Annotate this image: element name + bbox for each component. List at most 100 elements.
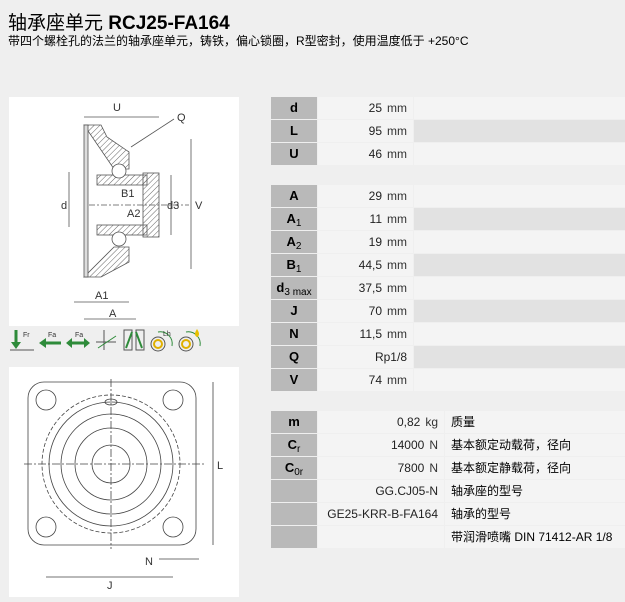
value: 44,5 — [358, 258, 382, 272]
value: 29 — [368, 189, 382, 203]
symbol: U — [289, 146, 299, 161]
fa-label: Fa — [48, 332, 56, 339]
param-symbol: L — [271, 120, 317, 142]
dim-label-n: N — [145, 556, 153, 568]
dim-label-v: V — [195, 200, 203, 212]
symbol-subscript: r — [297, 444, 301, 455]
value: GG.CJ05-N — [375, 484, 438, 498]
unit: mm — [387, 373, 407, 387]
param-value: GG.CJ05-N — [318, 480, 444, 502]
param-description: 带润滑喷嘴 DIN 71412-AR 1/8 — [445, 526, 625, 548]
param-symbol — [271, 480, 317, 502]
param-description — [414, 300, 625, 322]
value: 25 — [368, 101, 382, 115]
value: 70 — [368, 304, 382, 318]
dim-label-b1: B1 — [121, 188, 134, 200]
table-row: GG.CJ05-N 轴承座的型号 — [271, 480, 625, 502]
param-description: 基本额定静载荷，径向 — [445, 457, 625, 479]
value: GE25-KRR-B-FA164 — [327, 507, 438, 521]
value: 19 — [368, 235, 382, 249]
value: 11,5 — [359, 327, 382, 341]
param-value: Rp1/8 — [318, 346, 413, 368]
table-row: GE25-KRR-B-FA164 轴承的型号 — [271, 503, 625, 525]
dim-label-j: J — [107, 580, 113, 592]
symbol: A — [286, 234, 296, 249]
unit: N — [429, 438, 438, 452]
param-symbol: d3 max — [271, 277, 317, 299]
param-value: 74 mm — [318, 369, 413, 391]
value: 74 — [368, 373, 382, 387]
symbol: B — [286, 257, 296, 272]
value: 46 — [368, 147, 382, 161]
unit: mm — [387, 304, 407, 318]
param-symbol — [271, 503, 317, 525]
unit: N — [429, 461, 438, 475]
product-code: RCJ25-FA164 — [108, 13, 230, 34]
dim-label-l: L — [217, 460, 223, 472]
param-description — [414, 346, 625, 368]
unit: kg — [425, 415, 438, 429]
unit: mm — [387, 124, 407, 138]
lh-label: Lh — [163, 331, 171, 338]
value: 37,5 — [358, 281, 382, 295]
param-value: 37,5 mm — [318, 277, 413, 299]
param-description — [414, 231, 625, 253]
param-description — [414, 185, 625, 207]
unit: mm — [387, 101, 407, 115]
symbol: Q — [288, 349, 300, 364]
param-symbol: V — [271, 369, 317, 391]
symbol: m — [288, 414, 300, 429]
unit: mm — [387, 281, 407, 295]
value: 14000 — [390, 438, 425, 452]
symbol: d — [290, 100, 298, 115]
symbol: A — [289, 188, 299, 203]
speed-icon — [122, 328, 146, 352]
param-value: 7800 N — [318, 457, 444, 479]
table-row: 带润滑喷嘴 DIN 71412-AR 1/8 — [271, 526, 625, 548]
lubrication-icon — [178, 328, 202, 352]
param-symbol: A2 — [271, 231, 317, 253]
param-symbol: A1 — [271, 208, 317, 230]
dim-label-a2: A2 — [127, 208, 140, 220]
table-row: d3 max 37,5 mm — [271, 277, 625, 299]
misalignment-icon — [94, 328, 118, 352]
value: 7800 — [397, 461, 425, 475]
param-description: 轴承座的型号 — [445, 480, 625, 502]
param-value: 14000 N — [318, 434, 444, 456]
symbol: A — [286, 211, 296, 226]
value: Rp1/8 — [374, 350, 407, 364]
param-symbol: C0r — [271, 457, 317, 479]
param-value — [318, 526, 444, 548]
param-description — [414, 277, 625, 299]
param-symbol: d — [271, 97, 317, 119]
unit: mm — [387, 235, 407, 249]
param-value: 11,5 mm — [318, 323, 413, 345]
param-description — [414, 323, 625, 345]
param-description: 轴承的型号 — [445, 503, 625, 525]
table-row: d 25 mm — [271, 97, 625, 119]
symbol: V — [289, 372, 299, 387]
dim-label-a: A — [109, 308, 117, 320]
unit: mm — [387, 327, 407, 341]
symbol: J — [290, 303, 298, 318]
param-symbol: N — [271, 323, 317, 345]
table-row: A2 19 mm — [271, 231, 625, 253]
table-row: J 70 mm — [271, 300, 625, 322]
value: 0,82 — [396, 415, 421, 429]
param-value: GE25-KRR-B-FA164 — [318, 503, 444, 525]
dim-label-a1: A1 — [95, 290, 108, 302]
front-view-drawing: L N J — [9, 367, 239, 597]
life-icon: Lh — [150, 328, 174, 352]
